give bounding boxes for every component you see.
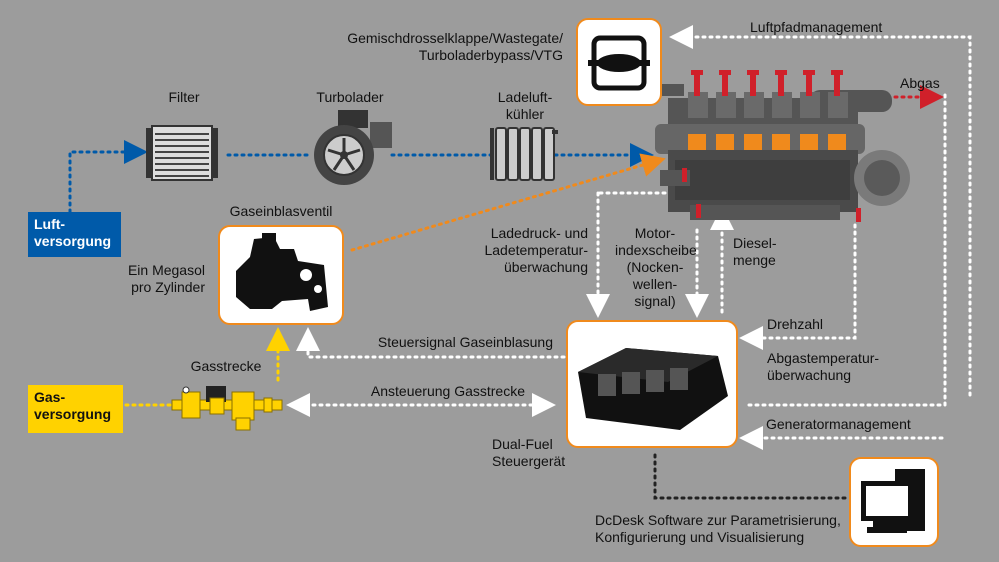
turbo-label: Turbolader bbox=[316, 89, 384, 105]
airpath-label: Luftpfadmanagement bbox=[750, 19, 883, 35]
gas-supply-label: Gas- versorgung bbox=[34, 389, 112, 422]
intercooler-icon bbox=[490, 127, 558, 181]
filter-label: Filter bbox=[168, 89, 200, 105]
computer-box bbox=[849, 457, 939, 547]
diesel-label: Diesel- menge bbox=[733, 235, 777, 268]
gas-control-label: Ansteuerung Gasstrecke bbox=[370, 383, 525, 399]
air-path bbox=[68, 140, 654, 214]
gas-train-icon bbox=[171, 386, 283, 431]
speed-label: Drehzahl bbox=[767, 316, 824, 332]
throttle-valve-box bbox=[576, 18, 662, 106]
gas-valve-box bbox=[218, 225, 344, 325]
injection-path bbox=[350, 153, 666, 252]
throttle-valve-icon bbox=[588, 35, 650, 91]
gas-path bbox=[124, 327, 290, 407]
gas-injection-valve-icon bbox=[236, 233, 328, 311]
boost-monitor-label: Ladedruck- und Ladetemperatur- überwachu… bbox=[484, 225, 588, 275]
gas-line-label: Gasstrecke bbox=[190, 358, 262, 374]
diesel-engine-icon bbox=[655, 70, 910, 222]
ecu-label: Dual-Fuel Steuergerät bbox=[492, 436, 566, 469]
gas-signal-label: Steuersignal Gaseinblasung bbox=[377, 334, 553, 350]
ecu-box bbox=[566, 320, 738, 448]
computer-icon bbox=[861, 469, 925, 533]
exhaust-temp-label: Abgastemperatur- überwachung bbox=[767, 350, 880, 383]
engine-index-label: Motor- indexscheibe (Nocken- wellen- sig… bbox=[615, 225, 697, 309]
turbocharger-icon bbox=[314, 110, 392, 185]
air-supply-box: Luft- versorgung bbox=[28, 212, 121, 257]
gas-valve-label: Gaseinblasventil bbox=[229, 203, 333, 219]
generator-label: Generatormanagement bbox=[766, 416, 911, 432]
signal-lines bbox=[286, 25, 972, 450]
ecu-icon bbox=[578, 348, 728, 430]
gas-supply-box: Gas- versorgung bbox=[28, 385, 123, 433]
intercooler-label: Ladeluft- kühler bbox=[497, 89, 553, 122]
software-label: DcDesk Software zur Parametrisierung, Ko… bbox=[595, 512, 841, 545]
air-supply-label: Luft- versorgung bbox=[34, 216, 112, 249]
exhaust-label: Abgas bbox=[900, 75, 940, 91]
software-link bbox=[653, 453, 852, 500]
megasol-label: Ein Megasol pro Zylinder bbox=[127, 262, 205, 295]
throttle-label: Gemischdrosselklappe/Wastegate/ Turbolad… bbox=[347, 30, 563, 63]
filter-icon bbox=[146, 125, 218, 181]
